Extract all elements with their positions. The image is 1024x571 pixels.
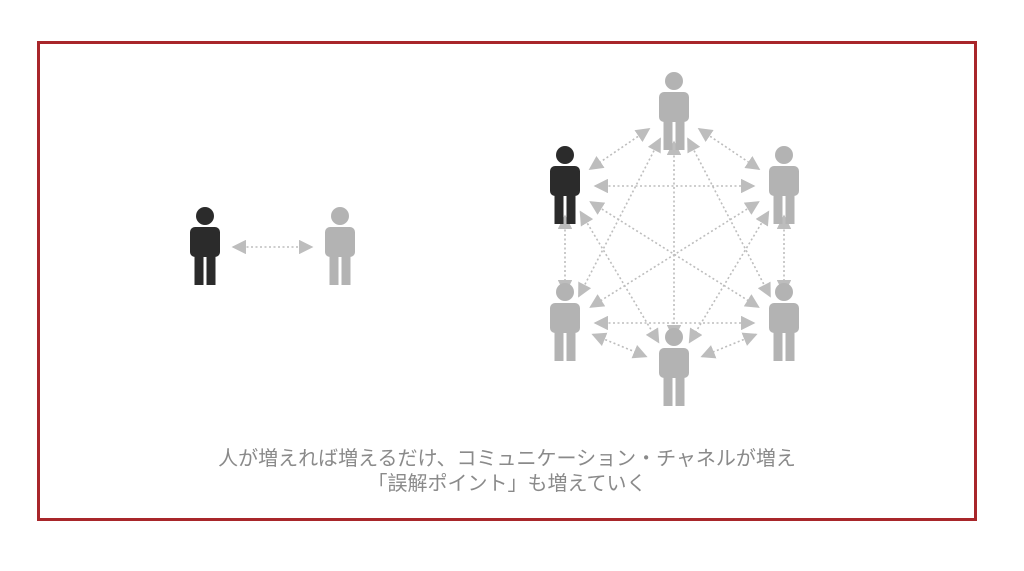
caption-line-2: 「誤解ポイント」も増えていく: [367, 471, 647, 495]
person-icon: [769, 146, 799, 224]
caption-line-1: 人が増えれば増えるだけ、コミュニケーション・チャネルが増え: [218, 446, 796, 470]
diagram-frame: [37, 41, 977, 521]
person-icon: [769, 283, 799, 361]
connector-hex-top-hex-upper-right: [697, 127, 761, 171]
connector-hex-top-hex-lower-right: [687, 137, 771, 298]
connector-hex-top-hex-lower-left: [578, 137, 661, 298]
connector-hex-lower-left-hex-bottom: [591, 332, 648, 359]
people-group: [190, 72, 799, 406]
person-icon: [325, 207, 355, 285]
person-icon: [550, 283, 580, 361]
person-icon: [550, 146, 580, 224]
diagram-caption: 人が増えれば増えるだけ、コミュニケーション・チャネルが増え 「誤解ポイント」も増…: [37, 446, 977, 496]
connector-hex-lower-right-hex-bottom: [700, 332, 758, 359]
connector-hex-top-hex-upper-left: [588, 128, 651, 170]
person-icon: [659, 328, 689, 406]
connector-group: [231, 127, 792, 359]
connector-hex-upper-right-hex-bottom: [688, 210, 770, 344]
person-icon: [190, 207, 220, 285]
person-icon: [659, 72, 689, 150]
